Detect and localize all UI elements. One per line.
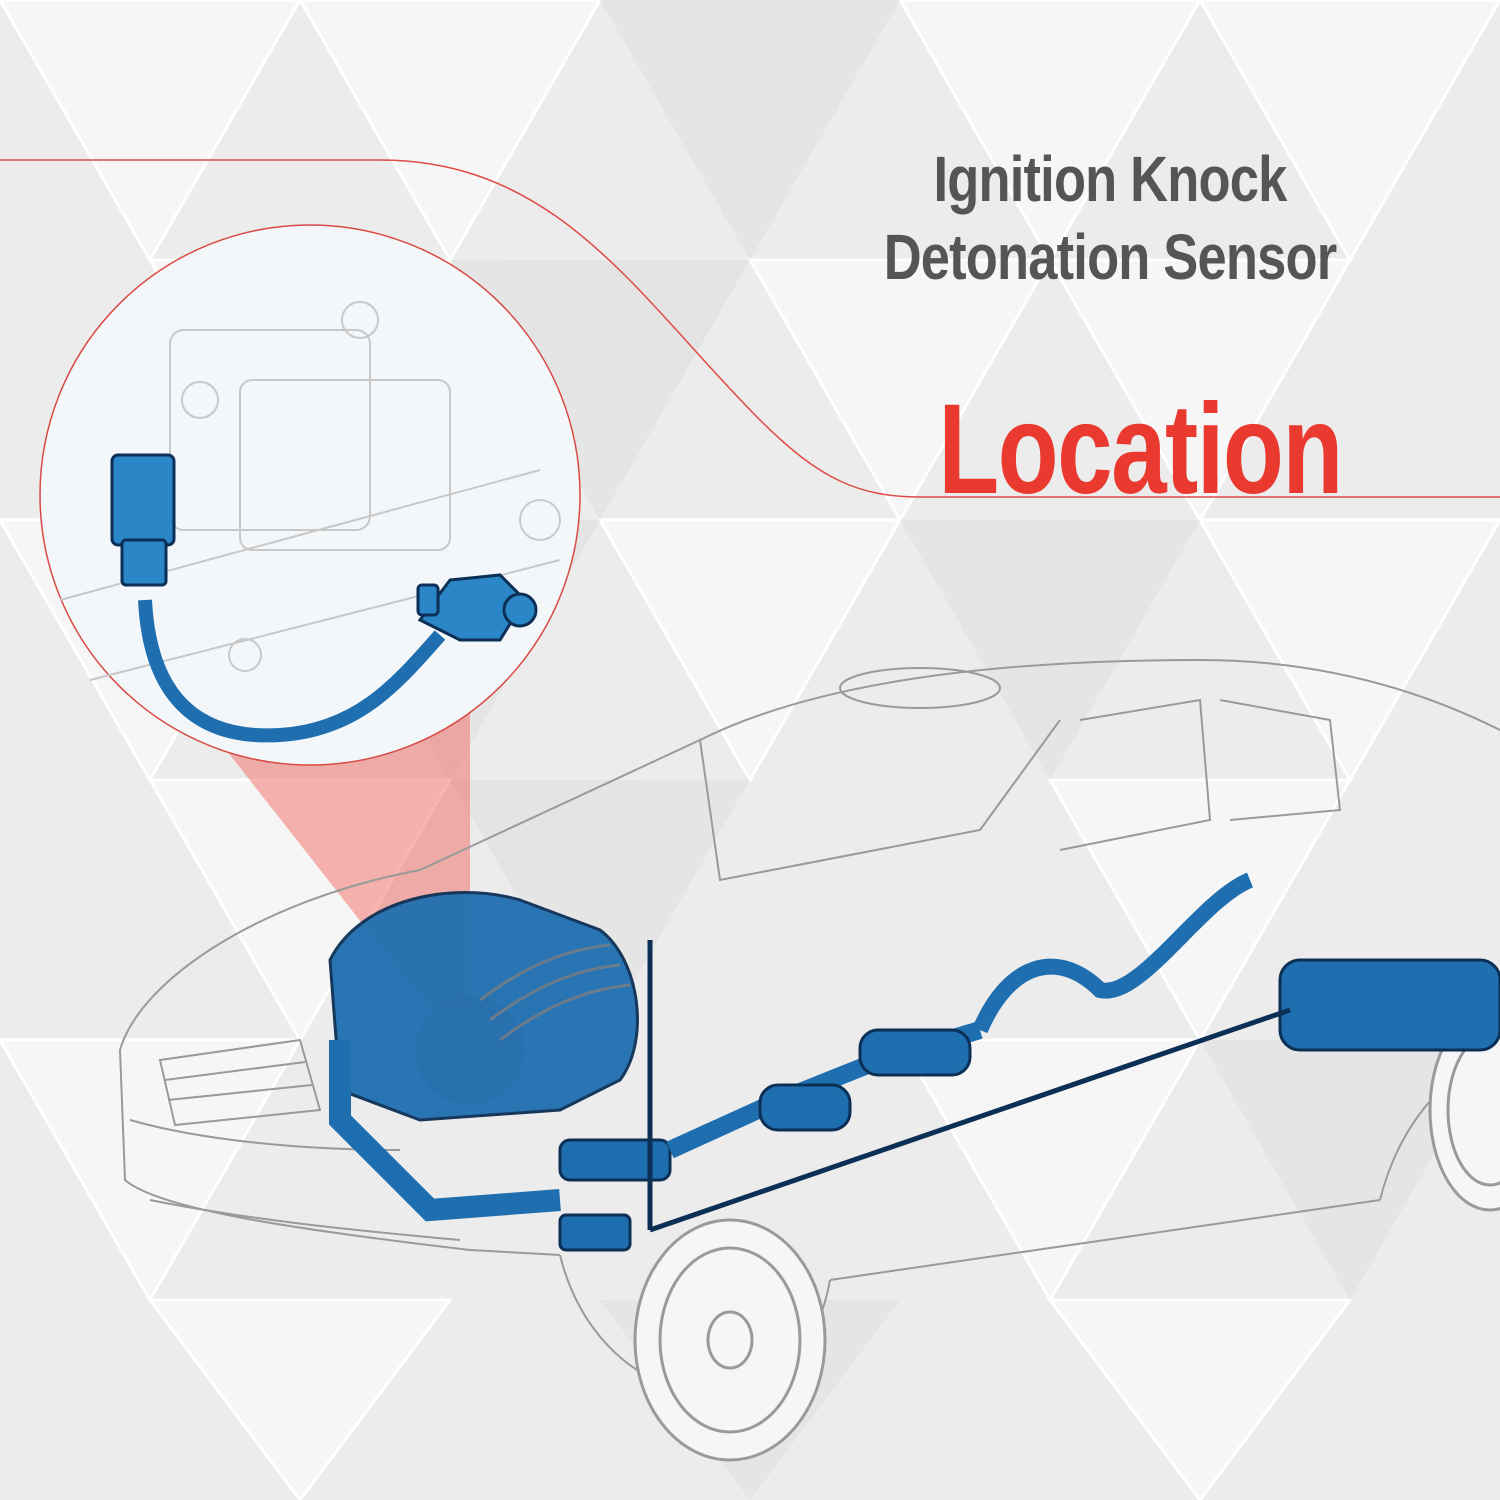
product-title: Ignition Knock Detonation Sensor: [856, 140, 1364, 296]
title-line-1: Ignition Knock: [933, 143, 1288, 215]
location-heading: Location: [938, 378, 1343, 521]
title-line-2: Detonation Sensor: [883, 221, 1337, 293]
